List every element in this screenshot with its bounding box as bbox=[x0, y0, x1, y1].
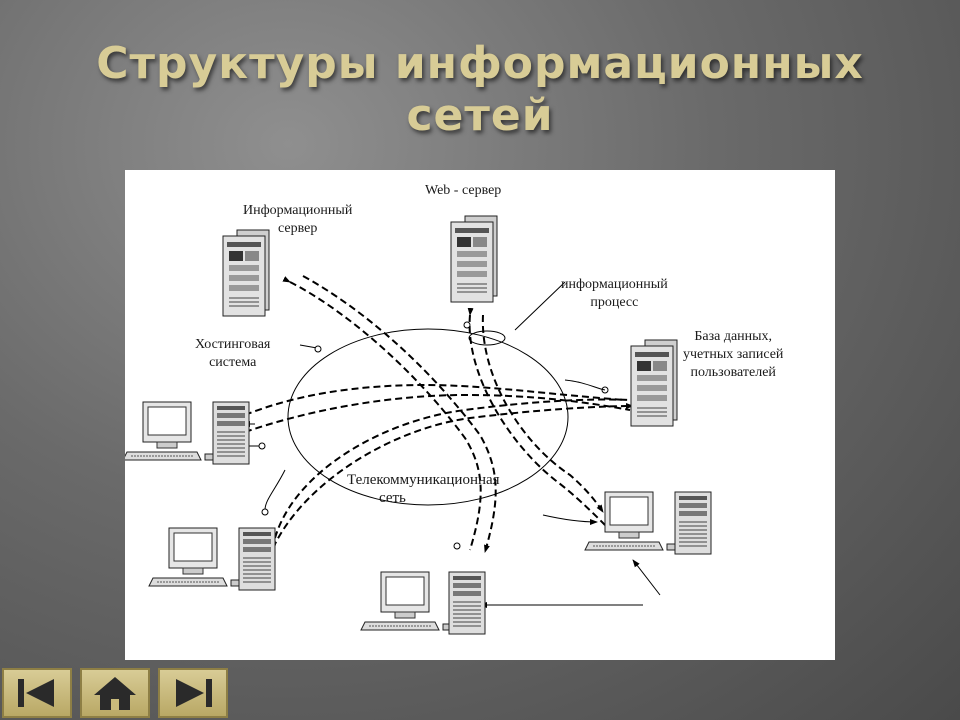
database-label-line1: База данных, bbox=[694, 329, 773, 344]
slide-title-line2: сетей bbox=[406, 90, 554, 141]
database-server-icon bbox=[630, 339, 678, 427]
workstation-3-icon bbox=[360, 571, 486, 635]
info-process-label-line2: процесс bbox=[590, 295, 639, 310]
workstation-1-icon bbox=[125, 401, 250, 465]
home-button[interactable] bbox=[80, 668, 150, 718]
info-server-label-line1: Информационный bbox=[243, 203, 353, 218]
network-label-line2: сеть bbox=[379, 490, 406, 506]
info-server-icon bbox=[222, 229, 270, 317]
skip-back-icon bbox=[18, 679, 54, 707]
hosting-label: Хостинговая система bbox=[195, 336, 270, 372]
database-label-line2: учетных записей bbox=[683, 347, 784, 362]
network-label-line1: Телекоммуникационная bbox=[347, 472, 500, 488]
hosting-label-line1: Хостинговая bbox=[195, 337, 271, 352]
network-diagram: Web - сервер Информационный сервер Хости… bbox=[125, 170, 835, 660]
slide-title: Структуры информационных сетей bbox=[0, 38, 960, 142]
process-ellipse bbox=[468, 330, 506, 346]
slide-title-line1: Структуры информационных bbox=[96, 38, 864, 89]
info-server-label: Информационный сервер bbox=[243, 202, 352, 238]
info-process-label-line1: информационный bbox=[561, 277, 668, 292]
skip-forward-icon bbox=[176, 679, 212, 707]
diagram-graphics bbox=[125, 215, 712, 635]
web-server-label: Web - сервер bbox=[425, 183, 502, 198]
workstation-2-icon bbox=[148, 527, 276, 591]
process-flows bbox=[237, 275, 634, 553]
network-ellipse bbox=[287, 328, 569, 506]
connectors bbox=[242, 281, 661, 608]
home-icon bbox=[94, 677, 136, 710]
info-server-label-line2: сервер bbox=[277, 221, 318, 236]
hosting-label-line2: система bbox=[209, 355, 257, 370]
network-label: Телекоммуникационная сеть bbox=[347, 471, 500, 507]
database-label-line3: пользователей bbox=[690, 365, 776, 380]
database-label: База данных, учетных записей пользовател… bbox=[683, 328, 783, 382]
next-slide-button[interactable] bbox=[158, 668, 228, 718]
web-server-icon bbox=[450, 215, 498, 303]
info-process-label: информационный процесс bbox=[561, 276, 668, 312]
prev-slide-button[interactable] bbox=[2, 668, 72, 718]
